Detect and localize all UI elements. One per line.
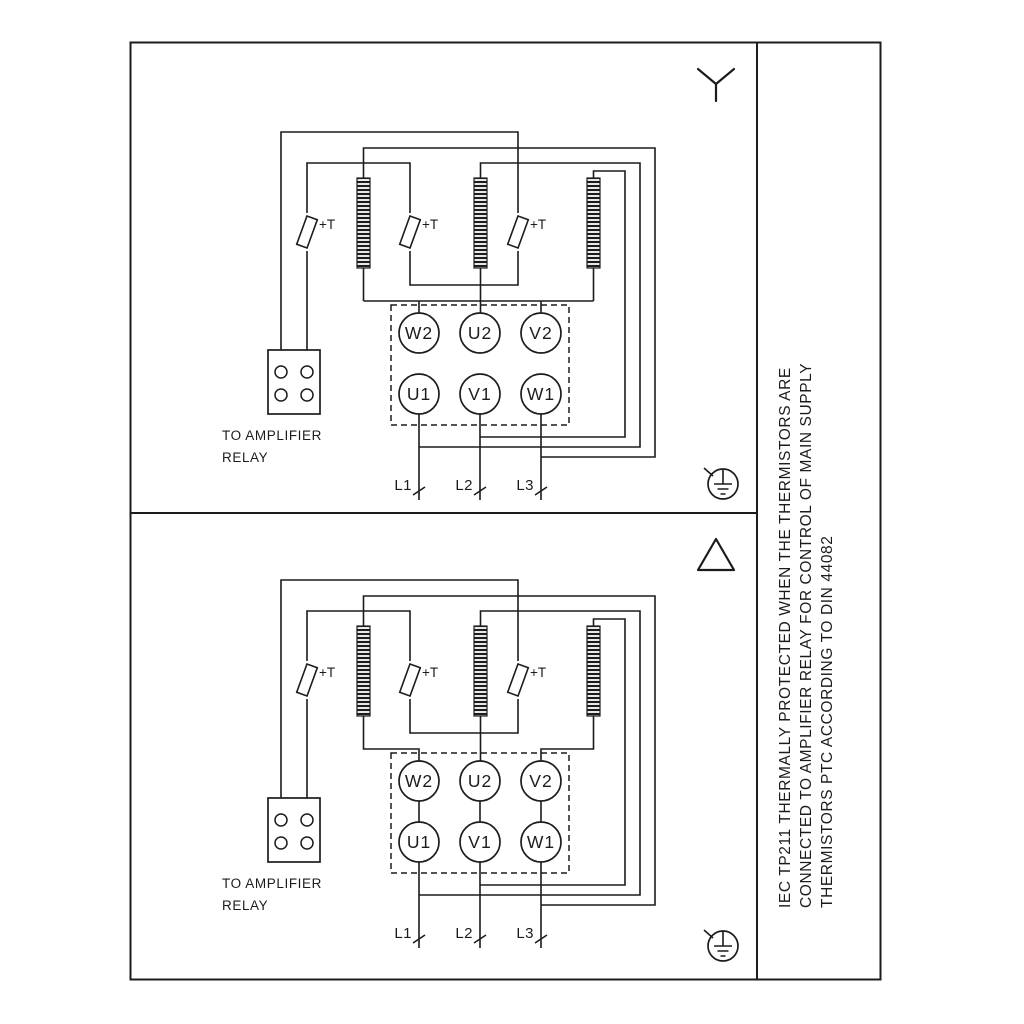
terminal-label: V1 [468,832,491,852]
side-note-line: CONNECTED TO AMPLIFIER RELAY FOR CONTROL… [798,363,815,908]
supply-line-label: L3 [516,477,534,494]
relay-pin [300,365,314,379]
ground-icon [703,929,739,962]
relay-caption: RELAY [222,450,268,465]
thermistor-label: +T [422,665,438,680]
terminal-V1 [459,373,501,415]
terminal-label: V1 [468,384,491,404]
terminal-V2 [520,760,562,802]
star-bridge-wires [362,268,595,313]
thermistor-label: +T [319,217,335,232]
terminal-label: W2 [405,323,433,343]
terminal-W2 [398,760,440,802]
terminal-W1 [520,821,562,863]
thermistor-icon [506,662,530,698]
terminal-label: V2 [529,323,552,343]
relay-caption: TO AMPLIFIER [222,876,322,891]
terminal-label: W1 [527,384,555,404]
thermistor-icon [295,662,319,698]
relay-pin [300,388,314,402]
ground-icon [703,467,739,500]
terminal-W1 [520,373,562,415]
supply-tick-marks [412,934,548,944]
relay-pin [274,365,288,379]
terminal-V2 [520,312,562,354]
winding-return-wires [362,595,656,906]
diagram-frame [129,41,882,981]
thermistor-icon [295,214,319,250]
motor-winding-icon [473,625,488,717]
relay-caption: TO AMPLIFIER [222,428,322,443]
amplifier-relay-connector [267,797,321,863]
supply-line-label: L2 [455,925,473,942]
supply-line-label: L1 [394,925,412,942]
thermistor-icon [506,214,530,250]
motor-winding-icon [356,625,371,717]
relay-pin [274,388,288,402]
terminal-V1 [459,821,501,863]
terminal-U2 [459,760,501,802]
panel-star: +T +T +T W2 U2 V2 U1 V1 W1 TO AMPLIFIER … [222,131,656,500]
terminal-label: U2 [468,323,492,343]
relay-pin [300,836,314,850]
sidebar-note: IEC TP211 THERMALLY PROTECTED WHEN THE T… [777,363,836,908]
relay-pin [274,836,288,850]
delta-icon [696,537,736,572]
supply-wires [418,862,542,948]
terminal-board-outline [390,752,570,874]
terminal-board-outline [390,304,570,426]
thermistor-label: +T [530,217,546,232]
thermistor-chain-wires [280,579,519,798]
supply-line-label: L3 [516,925,534,942]
thermistor-label: +T [319,665,335,680]
supply-line-label: L1 [394,477,412,494]
relay-pin [300,813,314,827]
motor-winding-icon [473,177,488,269]
relay-caption: RELAY [222,898,268,913]
thermistor-label: +T [422,217,438,232]
amplifier-relay-connector [267,349,321,415]
thermistor-label: +T [530,665,546,680]
side-note-line: IEC TP211 THERMALLY PROTECTED WHEN THE T… [777,367,794,908]
terminal-W2 [398,312,440,354]
terminal-label: U2 [468,771,492,791]
relay-pin [274,813,288,827]
motor-winding-icon [586,625,601,717]
terminal-U2 [459,312,501,354]
supply-line-label: L2 [455,477,473,494]
motor-winding-icon [356,177,371,269]
terminal-label: W2 [405,771,433,791]
terminal-label: W1 [527,832,555,852]
supply-tick-marks [412,486,548,496]
thermistor-icon [398,662,422,698]
thermistor-icon [398,214,422,250]
delta-link-wires [362,716,595,822]
star-icon [696,67,736,103]
panel-delta: +T +T +T W2 U2 V2 U1 V1 W1 TO AMPLIFIER … [222,579,656,948]
motor-winding-icon [586,177,601,269]
terminal-U1 [398,373,440,415]
terminal-label: U1 [407,832,431,852]
side-note-line: THERMISTORS PTC ACCORDING TO DIN 44082 [819,536,836,909]
winding-return-wires [362,147,656,458]
terminal-label: V2 [529,771,552,791]
thermistor-chain-wires [280,131,519,350]
supply-wires [418,414,542,500]
terminal-label: U1 [407,384,431,404]
terminal-U1 [398,821,440,863]
